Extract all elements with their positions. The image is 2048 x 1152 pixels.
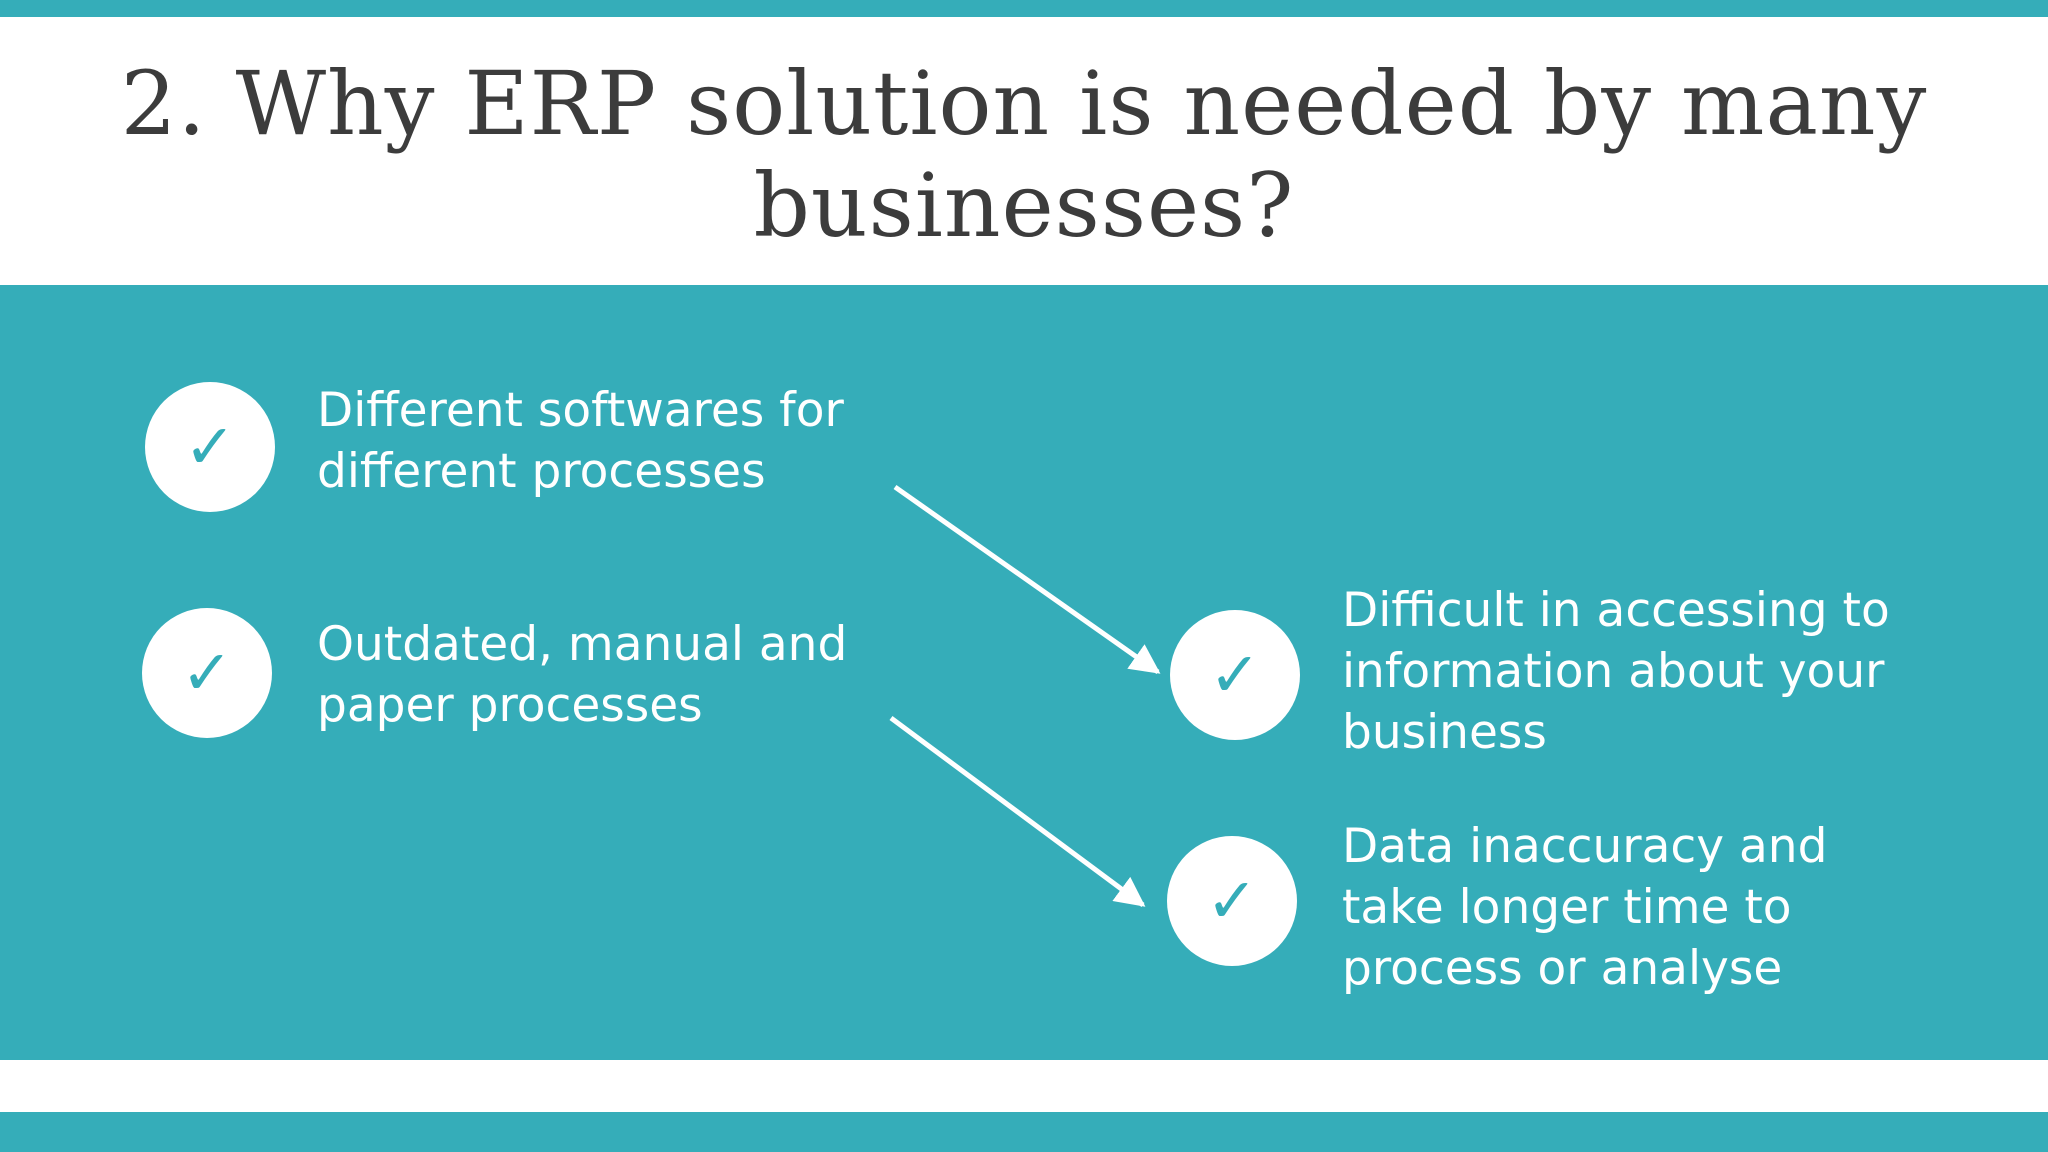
- check-mark-glyph: ✓: [1209, 638, 1261, 711]
- check-icon: ✓: [142, 608, 272, 738]
- check-icon: ✓: [1170, 610, 1300, 740]
- top-accent-bar: [0, 0, 2048, 17]
- bottom-accent-bar: [0, 1112, 2048, 1152]
- item-difficult-accessing: Difficult in accessing to information ab…: [1342, 583, 1890, 760]
- item-outdated-processes: Outdated, manual and paper processes: [317, 617, 848, 733]
- item-different-softwares: Different softwares for different proces…: [317, 383, 844, 499]
- check-mark-glyph: ✓: [1206, 864, 1258, 937]
- item-data-inaccuracy: Data inaccuracy and take longer time to …: [1342, 819, 1828, 996]
- check-mark-glyph: ✓: [181, 636, 233, 709]
- check-mark-glyph: ✓: [184, 410, 236, 483]
- check-icon: ✓: [145, 382, 275, 512]
- title-area: 2. Why ERP solution is needed by many bu…: [0, 17, 2048, 285]
- slide-title: 2. Why ERP solution is needed by many bu…: [120, 52, 1928, 257]
- check-icon: ✓: [1167, 836, 1297, 966]
